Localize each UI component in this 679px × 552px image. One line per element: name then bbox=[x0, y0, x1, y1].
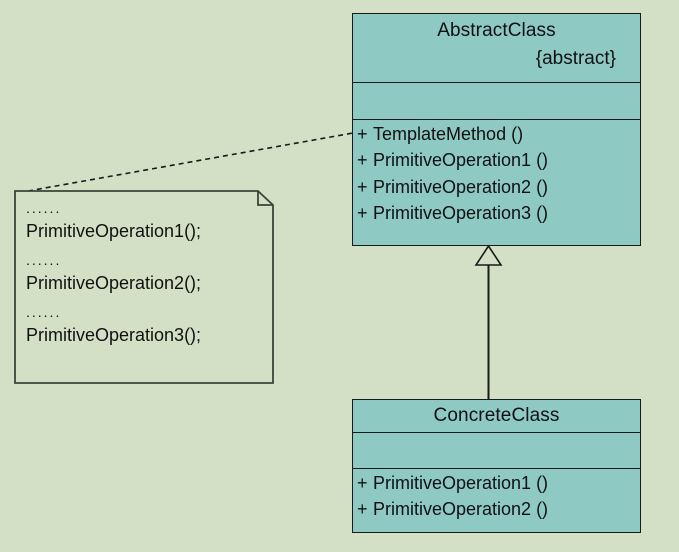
class-box-concreteclass[interactable]: ConcreteClass + PrimitiveOperation1 () +… bbox=[352, 399, 641, 533]
operation-row[interactable]: + TemplateMethod () bbox=[353, 121, 640, 147]
visibility-marker: + bbox=[357, 499, 368, 520]
hollow-triangle-arrowhead bbox=[474, 244, 503, 266]
operation-signature: PrimitiveOperation2 () bbox=[373, 176, 549, 197]
class-attributes-compartment-concreteclass bbox=[353, 433, 640, 469]
note-ellipsis: ...... bbox=[26, 252, 62, 269]
note-folded-corner-icon bbox=[257, 191, 273, 206]
visibility-marker: + bbox=[357, 473, 368, 493]
visibility-marker: + bbox=[357, 203, 368, 224]
operation-signature: PrimitiveOperation2 () bbox=[373, 499, 549, 520]
class-name-concreteclass: ConcreteClass bbox=[433, 405, 560, 426]
class-header-concreteclass: ConcreteClass bbox=[353, 400, 640, 433]
class-operations-compartment-abstractclass: + TemplateMethod () + PrimitiveOperation… bbox=[353, 120, 640, 245]
note-dashed-line bbox=[27, 132, 354, 192]
class-stereotype-abstract: {abstract} bbox=[535, 47, 616, 69]
note-text-line: PrimitiveOperation2(); bbox=[26, 273, 202, 294]
operation-row[interactable]: + PrimitiveOperation1 () bbox=[353, 470, 640, 496]
generalization-connector bbox=[474, 244, 503, 399]
operation-signature: PrimitiveOperation3 () bbox=[373, 203, 549, 224]
operation-signature: TemplateMethod () bbox=[373, 124, 524, 144]
note-anchor-connector bbox=[27, 132, 354, 192]
note-shape bbox=[14, 190, 274, 384]
class-header-abstractclass: AbstractClass {abstract} bbox=[353, 14, 640, 83]
class-name-abstractclass: AbstractClass bbox=[437, 20, 556, 41]
note-outline bbox=[14, 190, 274, 384]
note-ellipsis: ...... bbox=[26, 304, 62, 321]
note-text-line: PrimitiveOperation1(); bbox=[26, 221, 202, 241]
operation-signature: PrimitiveOperation1 () bbox=[373, 150, 549, 171]
operation-row[interactable]: + PrimitiveOperation3 () bbox=[353, 200, 640, 226]
visibility-marker: + bbox=[357, 150, 368, 171]
operation-row[interactable]: + PrimitiveOperation2 () bbox=[353, 496, 640, 522]
visibility-marker: + bbox=[357, 124, 368, 144]
class-operations-compartment-concreteclass: + PrimitiveOperation1 () + PrimitiveOper… bbox=[353, 469, 640, 532]
note-text-line: PrimitiveOperation3(); bbox=[26, 325, 202, 346]
note-content: ...... PrimitiveOperation1(); ...... Pri… bbox=[26, 198, 272, 354]
class-box-abstractclass[interactable]: AbstractClass {abstract} + TemplateMetho… bbox=[352, 13, 641, 246]
visibility-marker: + bbox=[357, 176, 368, 197]
operation-row[interactable]: + PrimitiveOperation2 () bbox=[353, 174, 640, 200]
note-ellipsis: ...... bbox=[26, 200, 62, 216]
operation-row[interactable]: + PrimitiveOperation1 () bbox=[353, 147, 640, 173]
class-attributes-compartment-abstractclass bbox=[353, 83, 640, 120]
operation-signature: PrimitiveOperation1 () bbox=[373, 473, 549, 493]
note-box[interactable]: ...... PrimitiveOperation1(); ...... Pri… bbox=[14, 190, 274, 384]
